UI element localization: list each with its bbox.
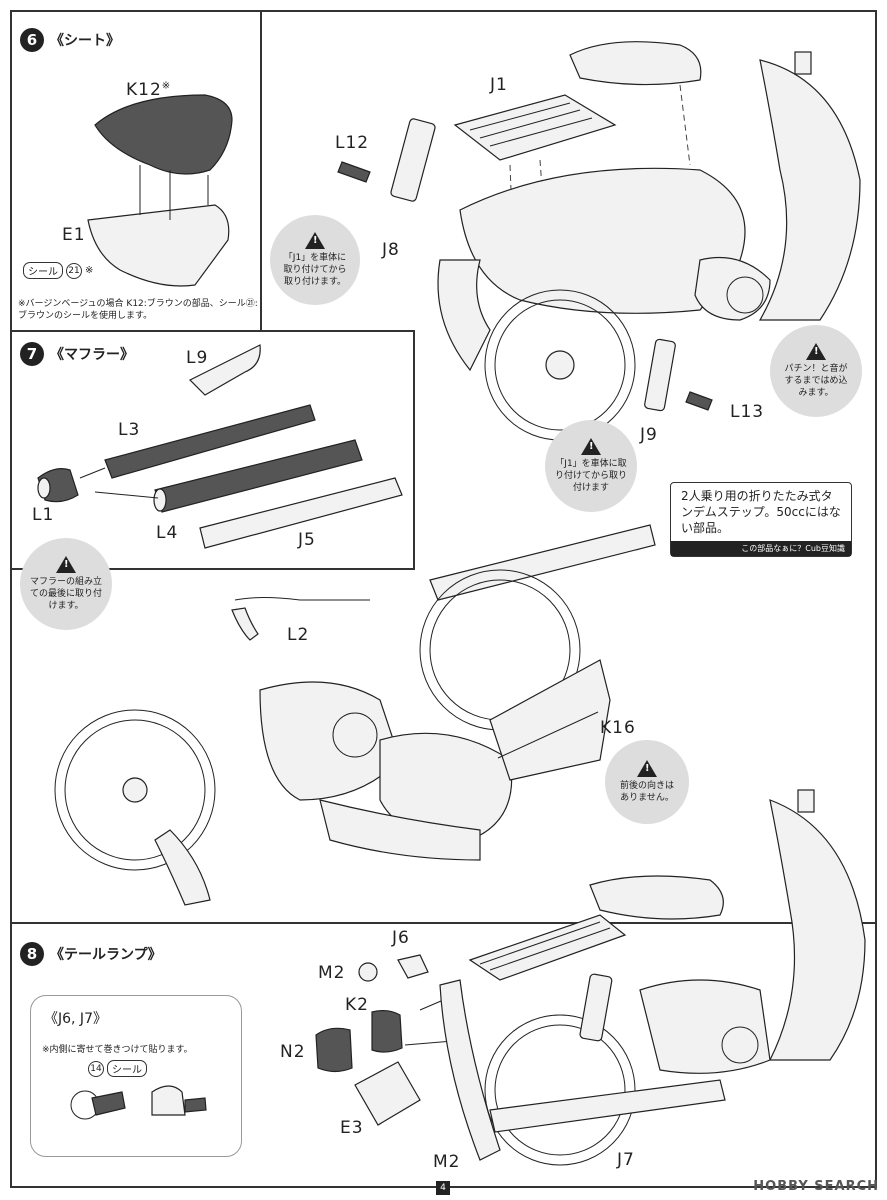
step-6-number: 6 [20, 28, 44, 52]
warning-icon [637, 760, 657, 777]
bike-rear-drawing [437, 51, 861, 441]
part-label-k16: K16 [600, 718, 636, 738]
note-j8-after-j1: 「J1」を車体に取り付けてから取り付けます。 [270, 215, 360, 305]
divider-7-8 [10, 922, 877, 924]
part-label-e1: E1 [62, 225, 86, 245]
callout-body: 2人乗り用の折りたたみ式タンデムステップ。50ccにはない部品。 [681, 489, 841, 535]
warning-icon [305, 232, 325, 249]
watermark-logo: HOBBY SEARCH [753, 1179, 879, 1194]
note-k16-orientation: 前後の向きはありません。 [605, 740, 689, 824]
part-label-l3: L3 [118, 420, 141, 440]
part-label-n2: N2 [280, 1042, 306, 1062]
inset-title: 《J6, J7》 [44, 1011, 107, 1027]
part-label-j5: J5 [298, 530, 316, 550]
warning-icon [806, 343, 826, 360]
step-7-header: 7 《マフラー》 [20, 342, 134, 366]
seal-number: 21 [66, 262, 82, 279]
step-7-title: 《マフラー》 [50, 347, 134, 363]
note-l1-last: マフラーの組み立ての最後に取り付けます。 [20, 538, 112, 630]
seal-label: シール [23, 262, 63, 279]
divider-7-bottom [10, 568, 415, 570]
bike-lower-drawing [54, 524, 656, 906]
part-label-j7: J7 [617, 1150, 635, 1170]
callout-footer: この部品なぁに？Cub豆知識 [671, 541, 851, 556]
step-6-footnote: ※バージンベージュの場合 K12:ブラウンの部品、シール㉑:ブラウンのシールを使… [18, 299, 258, 321]
part-label-l12: L12 [335, 133, 370, 153]
part-label-e3: E3 [340, 1118, 364, 1138]
part-label-l4: L4 [156, 523, 179, 543]
part-label-j9: J9 [640, 425, 658, 445]
seal-number: 14 [88, 1060, 104, 1077]
bike-tail-drawing [439, 789, 866, 1166]
page-number: 4 [436, 1181, 450, 1195]
divider-6-7 [10, 330, 415, 332]
seal-14-badge: 14 シール [88, 1060, 147, 1077]
divider-6-vertical [260, 10, 262, 330]
step-8-number: 8 [20, 942, 44, 966]
part-label-k2: K2 [345, 995, 369, 1015]
lamp-parts-drawing [315, 954, 466, 1126]
note-snap-fit: パチン！と音がするまではめ込みます。 [770, 325, 862, 417]
seal-21-badge: シール 21 ※ [23, 262, 93, 279]
part-label-j1: J1 [490, 75, 508, 95]
step-6-title: 《シート》 [50, 33, 120, 49]
shock-l12-drawing [337, 118, 436, 202]
step-8-header: 8 《テールランプ》 [20, 942, 162, 966]
part-label-m2-bottom: M2 [433, 1152, 461, 1172]
warning-icon [581, 438, 601, 455]
part-label-l13: L13 [730, 402, 765, 422]
step-7-number: 7 [20, 342, 44, 366]
inset-j6-j7 [30, 995, 242, 1157]
seat-top-drawing [569, 41, 702, 166]
inset-note: ※内側に寄せて巻きつけて貼ります。 [42, 1045, 193, 1055]
part-label-l9: L9 [186, 348, 209, 368]
part-label-j6: J6 [392, 928, 410, 948]
note-j9-after-j1: 「J1」を車体に取り付けてから取り付けます [545, 420, 637, 512]
part-label-j8: J8 [382, 240, 400, 260]
warning-icon [56, 556, 76, 573]
part-label-l2: L2 [287, 625, 310, 645]
bracket-l9-drawing [188, 344, 261, 396]
step-6-header: 6 《シート》 [20, 28, 120, 52]
part-label-k12: K12※ [126, 80, 172, 100]
inset-tape-drawing [70, 1085, 207, 1120]
tandem-step-callout: 2人乗り用の折りたたみ式タンデムステップ。50ccにはない部品。 この部品なぁに… [670, 482, 852, 557]
part-label-l1: L1 [32, 505, 55, 525]
seal-label: シール [107, 1060, 147, 1077]
seat-base-e1-drawing [87, 165, 230, 287]
seat-k12-drawing [94, 94, 233, 175]
divider-7-vertical [413, 330, 415, 570]
guard-j5-drawing [79, 467, 403, 549]
muffler-end-l1-drawing [37, 468, 79, 503]
step-8-title: 《テールランプ》 [50, 947, 162, 963]
muffler-l4-drawing [153, 439, 363, 513]
seal-mark: ※ [85, 265, 94, 276]
part-label-m2-top: M2 [318, 963, 346, 983]
heat-shield-l3-drawing [104, 404, 316, 479]
